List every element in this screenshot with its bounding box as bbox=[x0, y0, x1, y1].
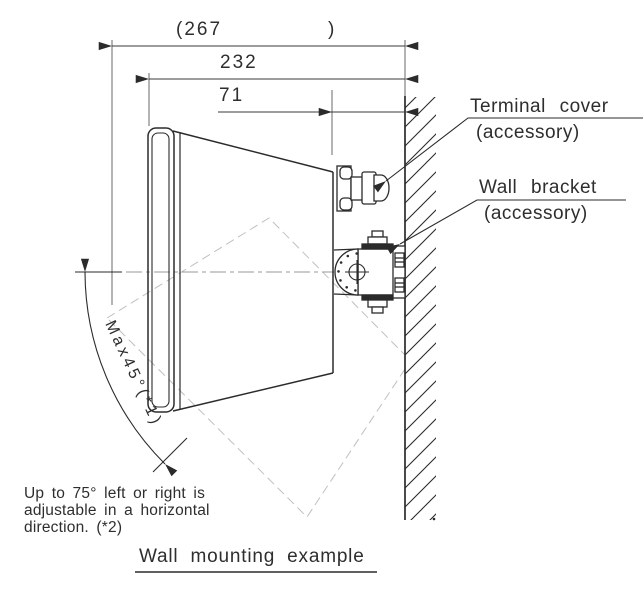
tilt-arc-45deg-tick bbox=[152, 437, 188, 473]
drawing-title: Wall mounting example bbox=[139, 546, 365, 567]
max-tilt-arc bbox=[75, 258, 188, 477]
dim-value-267-close: ) bbox=[328, 19, 337, 40]
callout-leaders bbox=[372, 117, 643, 255]
terminal-cover-sublabel: (accessory) bbox=[476, 122, 580, 143]
note-line-3: direction. (*2) bbox=[24, 519, 123, 536]
pivot-bolt-holes bbox=[337, 252, 359, 292]
dim-value-71: 71 bbox=[219, 85, 245, 106]
bracket-top-bolt bbox=[361, 230, 394, 250]
gland-clip-bottom bbox=[339, 197, 353, 211]
horizontal-adjust-note: Up to 75° left or right is adjustable in… bbox=[24, 485, 210, 536]
gland-clip-top bbox=[339, 166, 353, 180]
note-line-1: Up to 75° left or right is bbox=[24, 485, 206, 502]
horn-front-bezel-inner bbox=[151, 132, 170, 408]
terminal-cover-label: Terminal cover bbox=[470, 96, 609, 117]
bracket-wall-plate bbox=[392, 245, 406, 299]
dim-value-267-open: (267 bbox=[176, 19, 223, 40]
gland-cap bbox=[373, 174, 390, 202]
terminal-cover-leader bbox=[372, 117, 643, 193]
wall-bracket-label: Wall bracket bbox=[479, 177, 597, 198]
horn-speaker bbox=[147, 127, 334, 413]
gland-neck bbox=[350, 176, 364, 201]
horn-bottom-edge bbox=[172, 372, 334, 412]
horn-front-bezel-outer bbox=[147, 127, 175, 413]
wall-bracket-sublabel: (accessory) bbox=[484, 203, 588, 224]
wall-bracket-leader bbox=[386, 199, 626, 255]
dimension-lines bbox=[98, 41, 419, 117]
wall-hatch bbox=[404, 96, 436, 521]
terminal-cover-gland bbox=[336, 165, 390, 212]
dim-value-232: 232 bbox=[220, 52, 258, 73]
note-line-2: adjustable in a horizontal bbox=[24, 502, 210, 519]
horn-top-edge bbox=[172, 130, 334, 173]
wall-bracket bbox=[333, 230, 406, 314]
bracket-bottom-bolt bbox=[361, 294, 394, 314]
wall-base-dot bbox=[432, 517, 436, 521]
pivot-axis-symbol bbox=[345, 260, 369, 284]
